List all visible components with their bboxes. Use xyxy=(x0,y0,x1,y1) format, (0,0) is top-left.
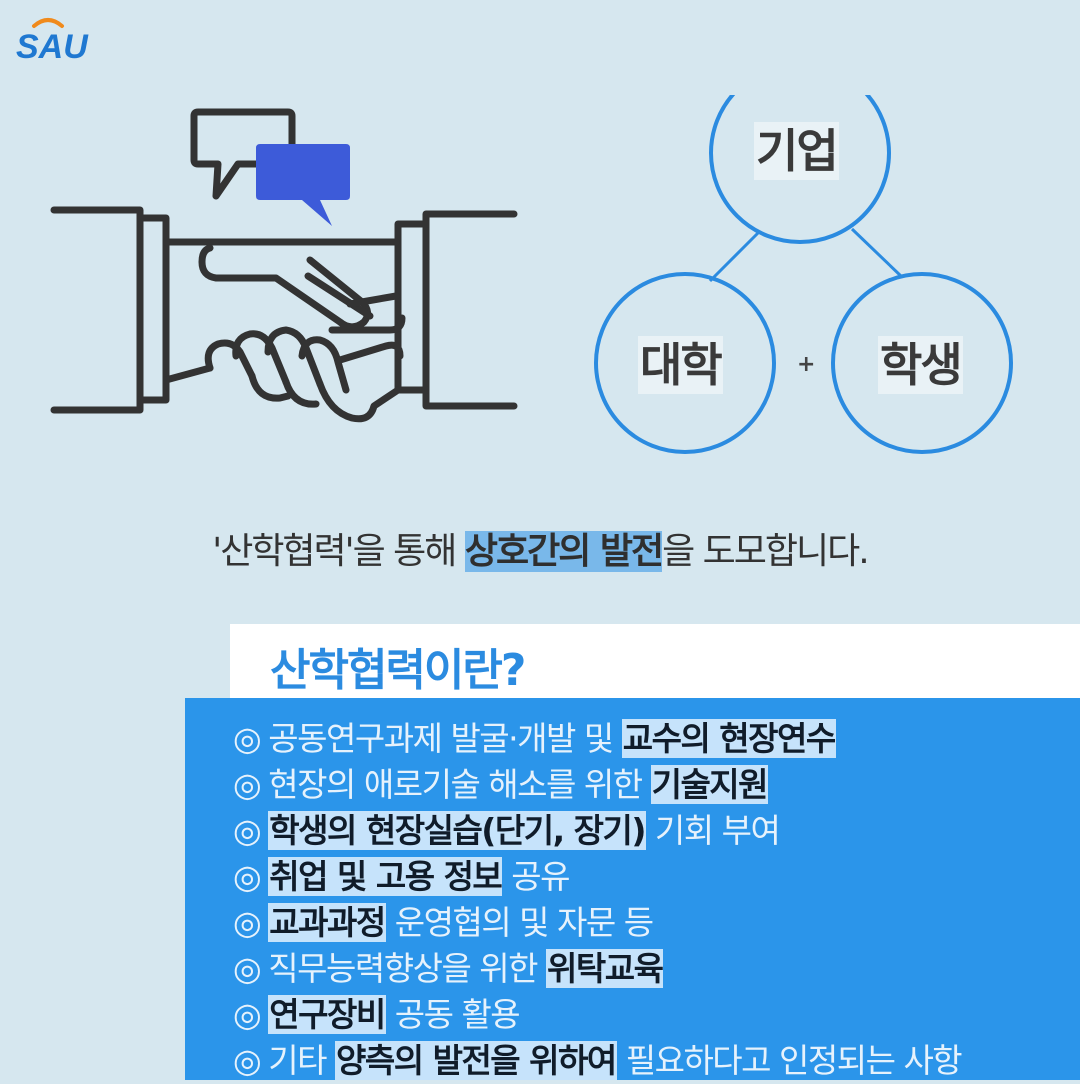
bullet-icon: ◎ xyxy=(233,1041,262,1080)
list-item: ◎기타 양측의 발전을 위하여 필요하다고 인정되는 사항 xyxy=(233,1038,963,1084)
section-title-box: 산학협력이란? xyxy=(230,624,1080,698)
circle-student xyxy=(831,272,1013,454)
list-item: ◎직무능력향상을 위한 위탁교육 xyxy=(233,946,961,992)
bullet-icon: ◎ xyxy=(233,857,262,896)
circle-company xyxy=(709,95,891,244)
section-title: 산학협력이란? xyxy=(270,645,526,696)
bullet-icon: ◎ xyxy=(233,949,262,988)
tagline-highlight: 상호간의 발전 xyxy=(464,531,664,572)
tagline-part1: '산학협력'을 통해 xyxy=(212,531,465,572)
speech-bubble-filled-icon xyxy=(256,144,350,226)
list-item: ◎취업 및 고용 정보 공유 xyxy=(233,854,961,900)
speech-bubble-outline-icon xyxy=(190,108,296,200)
circle-university xyxy=(594,272,776,454)
tagline: '산학협력'을 통해 상호간의 발전을 도모합니다. xyxy=(0,522,1080,574)
bullet-icon: ◎ xyxy=(233,811,262,850)
relationship-diagram xyxy=(594,95,1013,454)
label-student: 학생 xyxy=(878,336,963,394)
plus-sign: + xyxy=(797,352,816,377)
label-university: 대학 xyxy=(638,336,723,394)
bullet-icon: ◎ xyxy=(233,903,262,942)
handshake-icon xyxy=(50,108,518,423)
list-item: ◎공동연구과제 발굴·개발 및 교수의 현장연수 xyxy=(233,716,961,762)
bullet-icon: ◎ xyxy=(233,995,262,1034)
tagline-part2: 을 도모합니다. xyxy=(662,531,870,572)
label-company: 기업 xyxy=(754,122,839,180)
bullet-icon: ◎ xyxy=(233,719,262,758)
cooperation-list-box: ◎공동연구과제 발굴·개발 및 교수의 현장연수 ◎현장의 애로기술 해소를 위… xyxy=(185,698,1080,1080)
sau-logo: SAU xyxy=(16,18,89,64)
list-item: ◎학생의 현장실습(단기, 장기) 기회 부여 xyxy=(233,808,961,854)
bullet-icon: ◎ xyxy=(233,765,262,804)
list-item: ◎교과과정 운영협의 및 자문 등 xyxy=(233,900,961,946)
list-item: ◎현장의 애로기술 해소를 위한 기술지원 xyxy=(233,762,961,808)
list-item: ◎연구장비 공동 활용 xyxy=(233,992,961,1038)
logo-text: SAU xyxy=(16,28,89,64)
cooperation-list: ◎공동연구과제 발굴·개발 및 교수의 현장연수 ◎현장의 애로기술 해소를 위… xyxy=(233,716,963,1084)
